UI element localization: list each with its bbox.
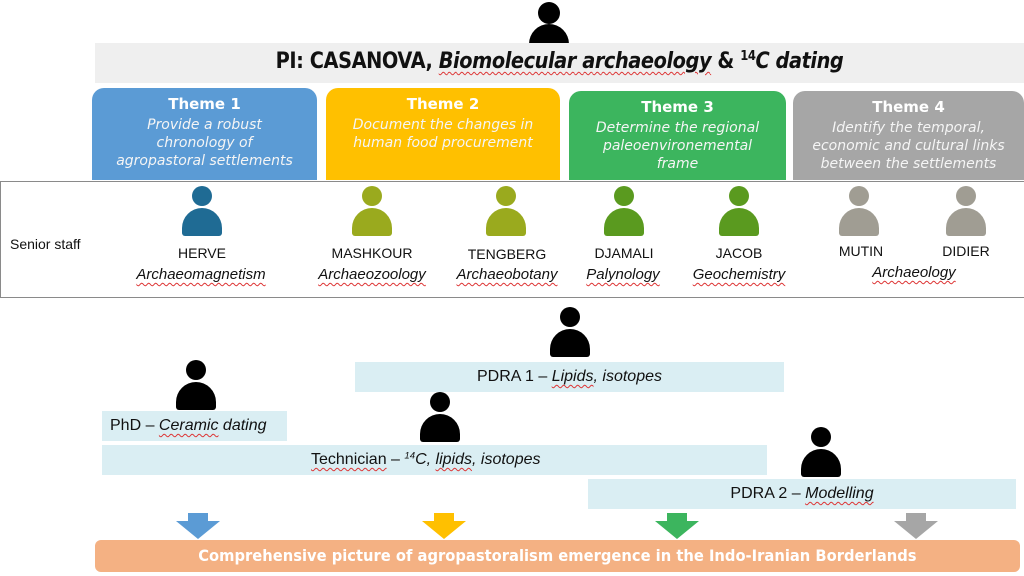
staff-name: MASHKOUR	[331, 245, 413, 261]
phd-role: PhD –	[110, 417, 159, 434]
staff-name: TENGBERG	[467, 246, 547, 262]
pdra2-role: PDRA 2 –	[730, 485, 806, 502]
pi-isotope-sup: 14	[740, 49, 756, 65]
staff-name: MUTIN	[838, 243, 884, 259]
senior-staff-box	[0, 181, 1024, 298]
pi-joiner: &	[711, 49, 741, 74]
technician-topic-b: lipids	[435, 451, 472, 468]
pdra1-topic-rest: , isotopes	[593, 368, 662, 385]
technician-bar: Technician – 14C, lipids, isotopes	[102, 445, 767, 475]
phd-topic: Ceramic	[158, 417, 219, 434]
theme-desc-line: Document the changes in	[352, 117, 534, 133]
theme-desc: Determine the regional paleoenvironement…	[569, 119, 786, 173]
staff-field: Archaeozoology	[318, 266, 426, 283]
technician-sup: 14	[404, 450, 416, 462]
pi-banner: PI: CASANOVA, Biomolecular archaeology &…	[95, 43, 1024, 83]
pi-name: PI: CASANOVA,	[275, 49, 439, 74]
pdra1-role: PDRA 1 –	[477, 368, 552, 385]
theme-desc-line: between the settlements	[820, 156, 997, 172]
technician-role: Technician	[311, 451, 387, 468]
phd-bar: PhD – Ceramic dating	[102, 411, 287, 441]
theme-desc-line: frame	[656, 156, 699, 172]
theme-desc-line: Provide a robust	[147, 117, 262, 133]
arrow-down-icon-theme4	[894, 513, 938, 539]
technician-topic-c: , isotopes	[472, 451, 541, 468]
theme-4-card: Theme 4 Identify the temporal, economic …	[793, 91, 1024, 180]
theme-desc-line: human food procurement	[353, 135, 533, 151]
person-icon-herve	[182, 186, 222, 238]
staff-field: Palynology	[586, 266, 660, 283]
theme-3-card: Theme 3 Determine the regional paleoenvi…	[569, 91, 786, 180]
outcome-banner: Comprehensive picture of agropastoralism…	[95, 540, 1020, 572]
person-icon-mashkour	[352, 186, 392, 238]
person-icon-jacob	[719, 186, 759, 238]
theme-2-card: Theme 2 Document the changes in human fo…	[326, 88, 560, 180]
pdra2-bar: PDRA 2 – Modelling	[588, 479, 1016, 509]
person-icon-technician	[420, 392, 460, 444]
staff-name: JACOB	[715, 245, 763, 261]
person-icon-djamali	[604, 186, 644, 238]
person-icon-mutin	[839, 186, 879, 238]
theme-desc: Identify the temporal, economic and cult…	[793, 119, 1024, 173]
arrow-down-icon-theme1	[176, 513, 220, 539]
theme-desc: Provide a robust chronology of agropasto…	[92, 116, 317, 170]
senior-staff-label: Senior staff	[10, 236, 81, 252]
theme-desc-line: paleoenvironemental	[602, 138, 753, 154]
staff-field-shared: Archaeology	[872, 264, 956, 281]
pdra1-bar: PDRA 1 – Lipids, isotopes	[355, 362, 784, 392]
theme-title: Theme 2	[406, 95, 480, 113]
arrow-down-icon-theme2	[422, 513, 466, 539]
person-icon-didier	[946, 186, 986, 238]
theme-title: Theme 1	[168, 95, 241, 113]
theme-desc: Document the changes in human food procu…	[326, 116, 560, 152]
technician-dash: –	[386, 451, 405, 468]
person-icon-pdra1	[550, 307, 590, 359]
person-icon-tengberg	[486, 186, 526, 238]
pdra2-topic: Modelling	[805, 485, 874, 502]
staff-field: Geochemistry	[692, 266, 786, 283]
staff-name: HERVE	[178, 245, 226, 261]
theme-desc-line: chronology of	[156, 135, 253, 151]
staff-name: DJAMALI	[594, 245, 654, 261]
staff-field: Archaeobotany	[456, 266, 558, 283]
theme-desc-line: economic and cultural links	[812, 138, 1005, 154]
pdra1-topic: Lipids	[551, 368, 594, 385]
staff-field: Archaeomagnetism	[136, 266, 266, 283]
staff-name: DIDIER	[942, 243, 990, 259]
phd-topic-rest: dating	[218, 417, 267, 434]
person-icon-phd	[176, 360, 216, 412]
arrow-down-icon-theme3	[655, 513, 699, 539]
pi-field: Biomolecular archaeology	[438, 49, 712, 74]
theme-desc-line: Determine the regional	[595, 120, 760, 136]
technician-topic-a: C,	[415, 451, 436, 468]
person-icon-pdra2	[801, 427, 841, 479]
pi-title: PI: CASANOVA, Biomolecular archaeology &…	[151, 49, 969, 74]
theme-1-card: Theme 1 Provide a robust chronology of a…	[92, 88, 317, 180]
theme-title: Theme 3	[641, 98, 714, 116]
theme-desc-line: agropastoral settlements	[116, 153, 293, 169]
theme-desc-line: Identify the temporal,	[832, 120, 985, 136]
pi-isotope-rest: C dating	[755, 49, 844, 74]
outcome-text: Comprehensive picture of agropastoralism…	[198, 546, 917, 565]
theme-title: Theme 4	[872, 98, 945, 116]
